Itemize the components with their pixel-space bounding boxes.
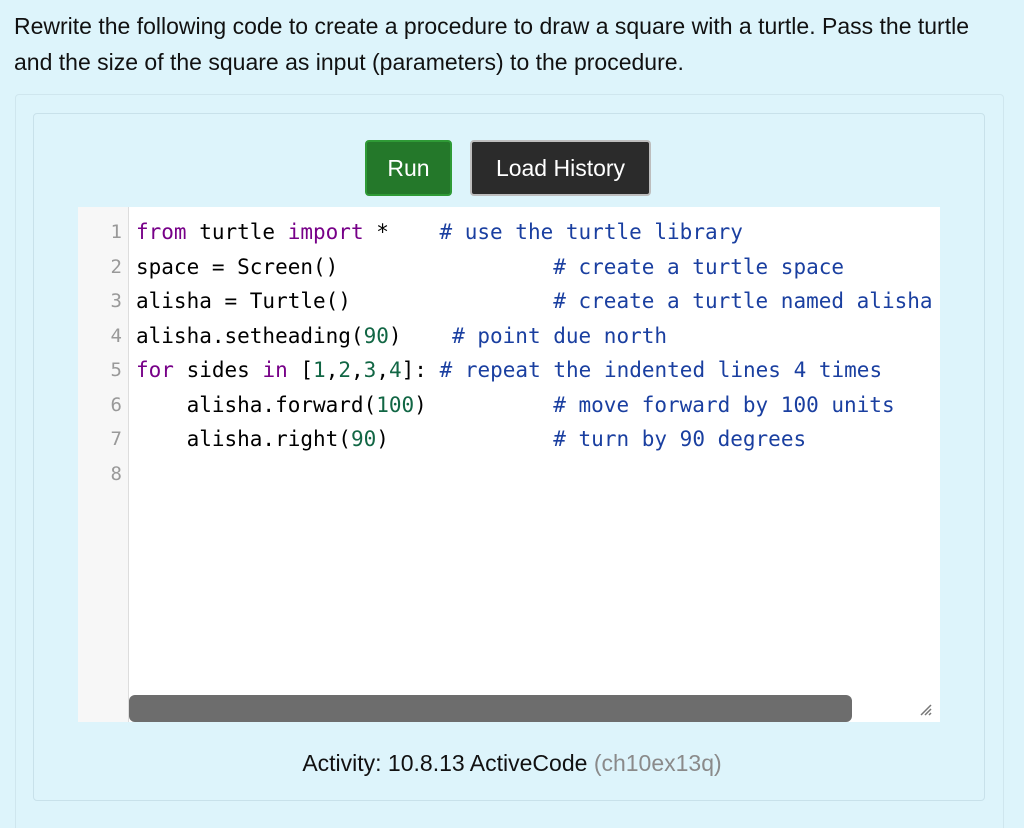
line-number: 5	[110, 359, 122, 381]
code-token: alisha.forward(	[136, 392, 377, 417]
code-token: # turn by 90 degrees	[553, 427, 807, 451]
code-line[interactable]: from turtle import * # use the turtle li…	[136, 215, 743, 250]
code-line[interactable]: alisha = Turtle() # create a turtle name…	[136, 284, 933, 319]
code-token: 90	[350, 427, 377, 451]
code-token: 3	[363, 358, 377, 382]
load-history-button[interactable]: Load History	[470, 140, 651, 196]
code-token: ,	[325, 358, 339, 382]
code-token: # create a turtle named alisha	[553, 289, 933, 313]
code-token: 4	[388, 358, 402, 382]
activity-id: (ch10ex13q)	[593, 750, 722, 776]
line-number: 6	[110, 393, 122, 416]
code-token: )	[414, 392, 554, 417]
code-token: space = Screen()	[136, 254, 554, 279]
code-line[interactable]: for sides in [1,2,3,4]: # repeat the ind…	[136, 353, 882, 388]
code-token: # move forward by 100 units	[553, 392, 895, 417]
activity-label: Activity: 10.8.13 ActiveCode	[302, 750, 588, 776]
code-token: sides	[173, 358, 263, 382]
line-number: 4	[110, 324, 122, 347]
resize-handle-icon[interactable]	[918, 702, 932, 716]
code-token: 90	[363, 323, 389, 348]
code-token: 1	[313, 358, 326, 382]
code-token: turtle	[186, 220, 288, 244]
code-token: ,	[376, 358, 389, 382]
code-token: 100	[376, 392, 415, 417]
code-area[interactable]: from turtle import * # use the turtle li…	[136, 215, 936, 695]
horizontal-scrollbar[interactable]	[129, 695, 852, 722]
code-token: # use the turtle library	[439, 220, 743, 244]
code-token: import	[287, 220, 364, 244]
line-number: 2	[110, 255, 122, 278]
code-token: alisha.setheading(	[136, 323, 364, 348]
code-token: 2	[338, 358, 352, 382]
code-line[interactable]: alisha.setheading(90) # point due north	[136, 319, 667, 354]
code-token: *	[363, 220, 440, 244]
code-token: ]:	[401, 358, 440, 382]
run-button[interactable]: Run	[365, 140, 452, 196]
code-token: )	[388, 323, 453, 348]
exercise-instructions: Rewrite the following code to create a p…	[14, 13, 970, 75]
line-number: 3	[110, 290, 122, 312]
line-number: 1	[110, 221, 122, 243]
code-line[interactable]: space = Screen() # create a turtle space	[136, 250, 844, 285]
code-token: from	[136, 220, 187, 244]
code-line[interactable]: alisha.right(90) # turn by 90 degrees	[136, 422, 807, 457]
code-token: # repeat the indented lines 4 times	[439, 358, 883, 382]
code-token: for	[136, 358, 174, 382]
code-token: # point due north	[452, 323, 668, 348]
line-number-gutter: 1 2 3 4 5 6 7 8	[78, 207, 129, 722]
activity-caption: Activity: 10.8.13 ActiveCode (ch10ex13q)	[0, 750, 1024, 777]
line-number: 7	[110, 428, 122, 450]
code-token: alisha.right(	[136, 427, 351, 451]
code-token: [	[287, 358, 314, 382]
line-number: 8	[110, 462, 122, 485]
code-token: in	[262, 358, 288, 382]
code-token: # create a turtle space	[553, 254, 845, 279]
code-line[interactable]: alisha.forward(100) # move forward by 10…	[136, 388, 895, 423]
code-token: )	[376, 427, 554, 451]
code-token: alisha = Turtle()	[136, 289, 554, 313]
code-token: ,	[351, 358, 364, 382]
